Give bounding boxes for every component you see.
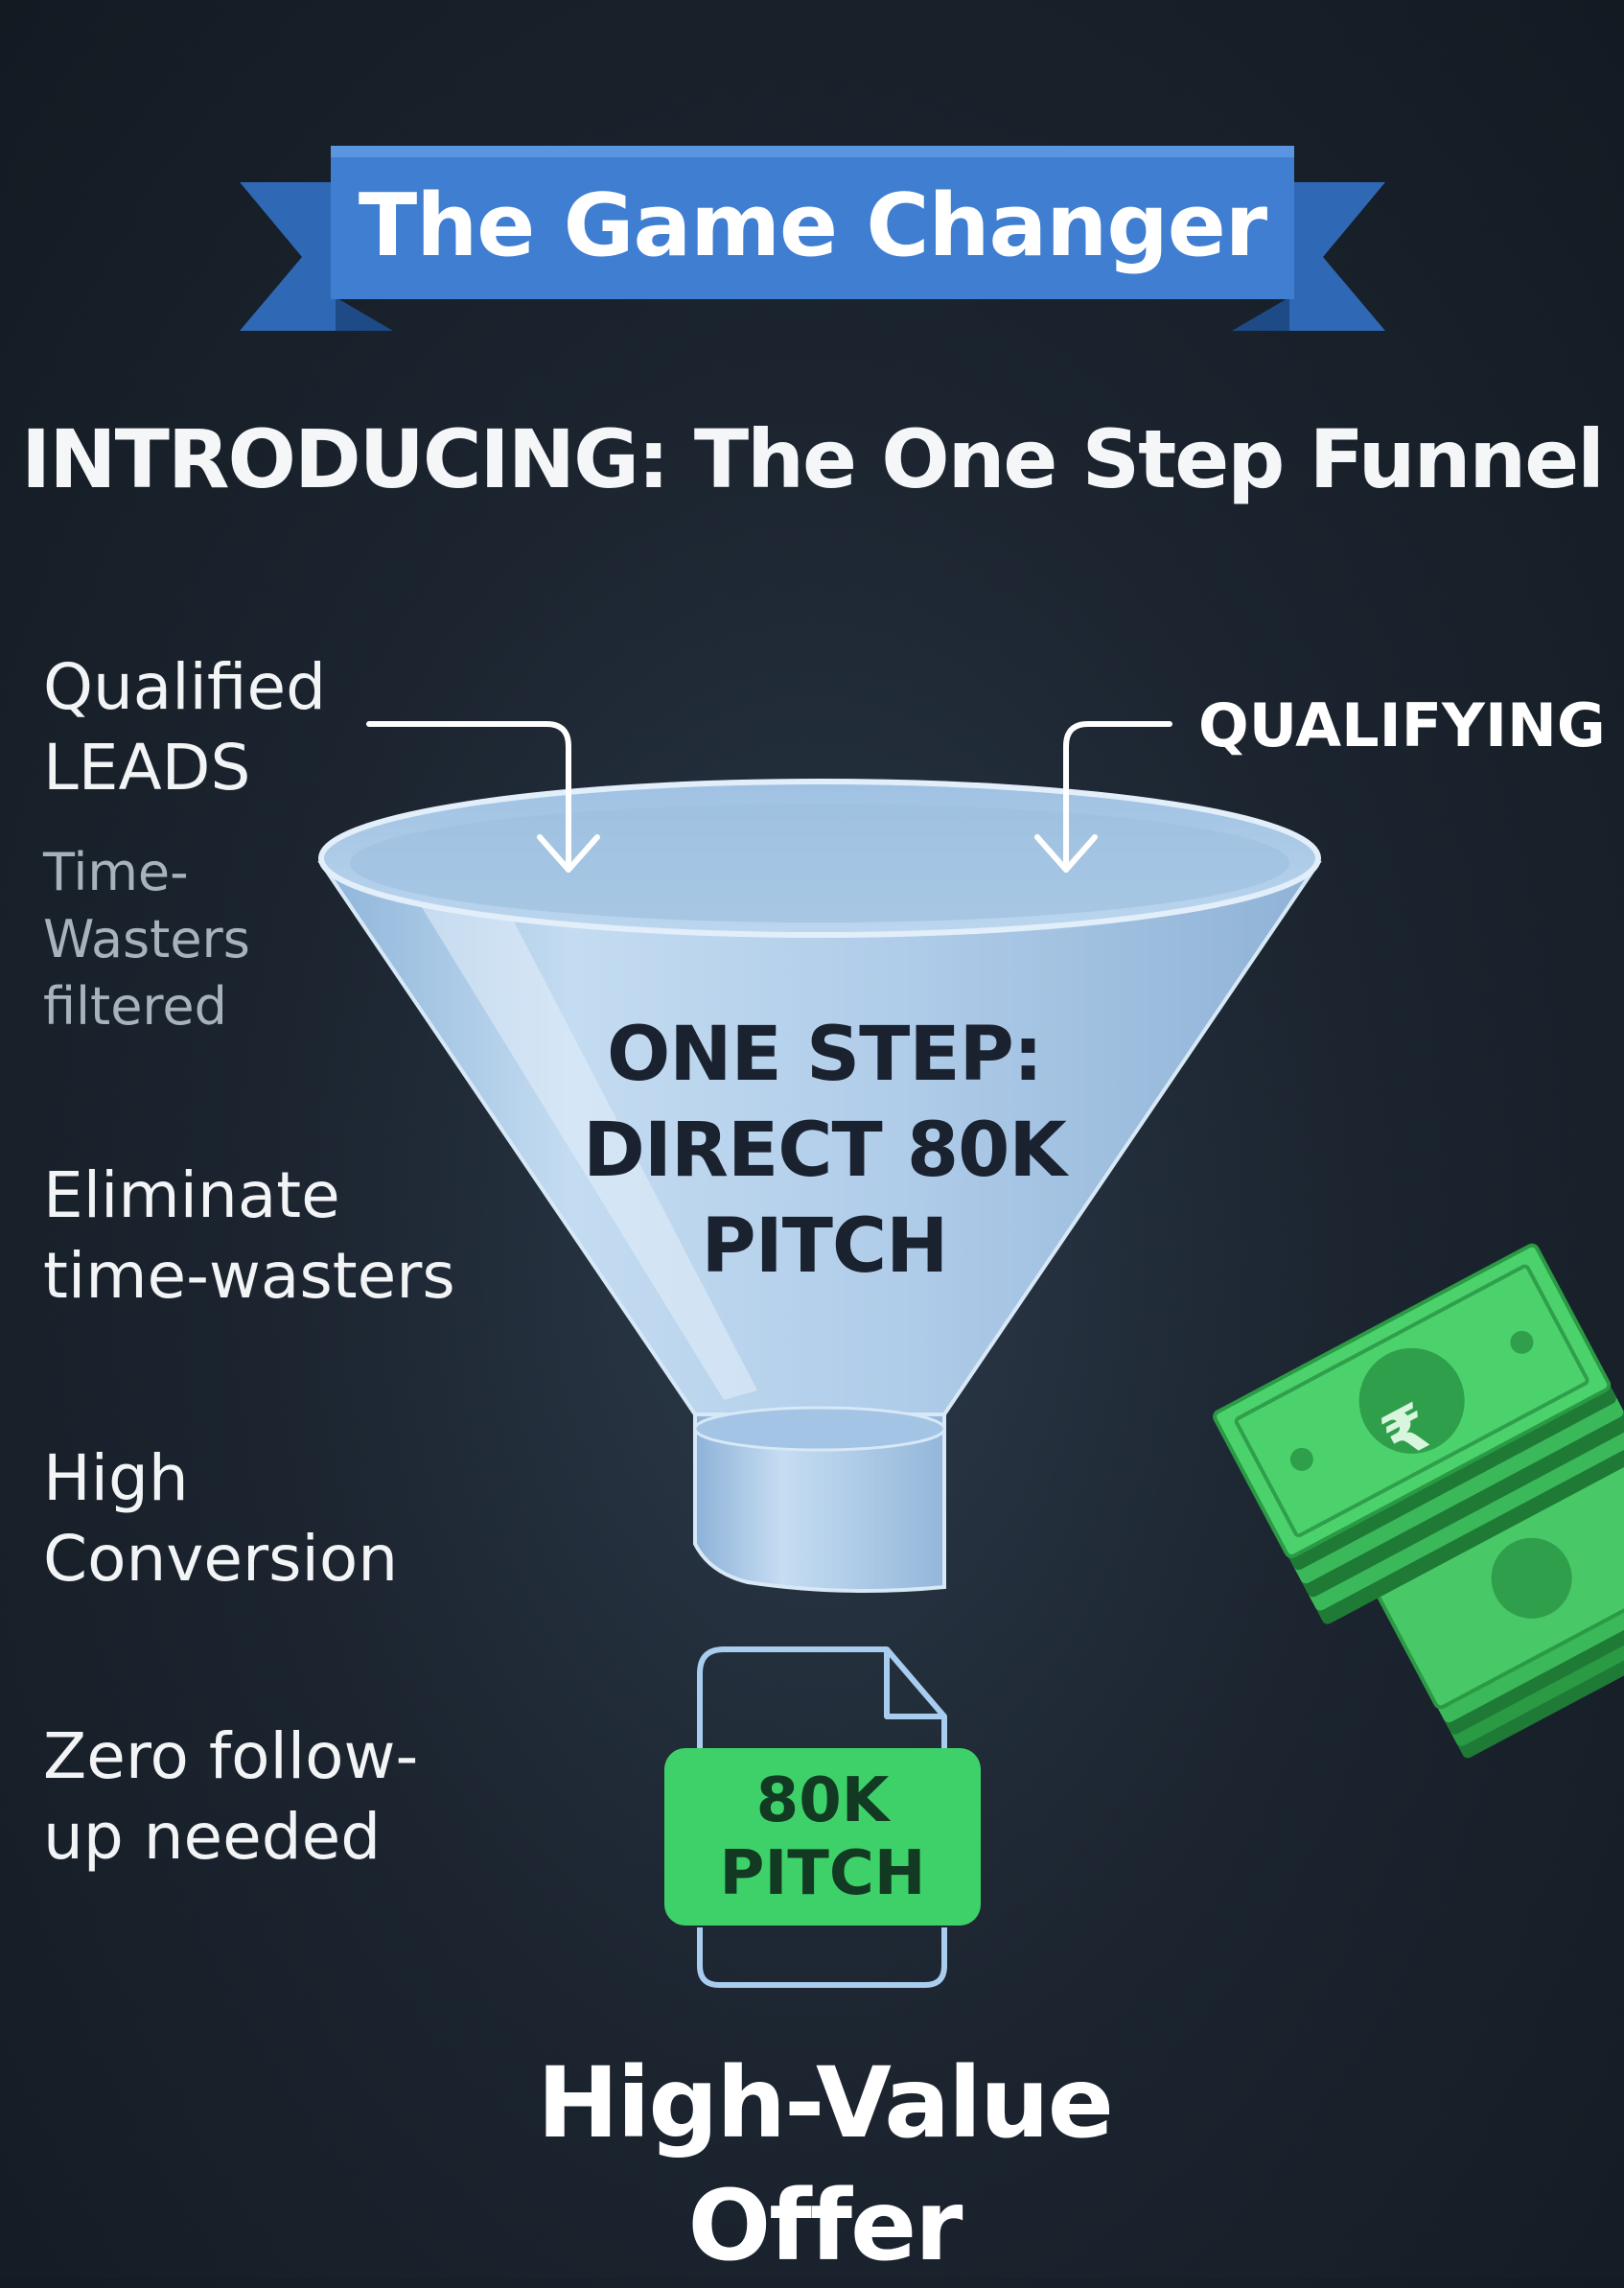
offer-line: High-Value: [537, 2046, 1114, 2160]
label-line: LEADS: [43, 731, 251, 805]
ribbon-right-fold: [1232, 297, 1289, 331]
funnel-text: ONE STEP: DIRECT 80K PITCH: [537, 1007, 1112, 1295]
qualifying-label: QUALIFYING: [1198, 690, 1606, 760]
badge-line: PITCH: [719, 1837, 926, 1909]
label-line: up needed: [43, 1800, 382, 1874]
zero-follow-up-label: Zero follow- up needed: [43, 1716, 418, 1878]
time-wasters-filtered-label: Time- Wasters filtered: [43, 839, 250, 1040]
pitch-badge: 80K PITCH: [664, 1748, 981, 1926]
eliminate-time-wasters-label: Eliminate time-wasters: [43, 1156, 455, 1317]
qualified-leads-label: Qualified LEADS: [43, 647, 326, 808]
label-line: Zero follow-: [43, 1719, 419, 1793]
label-line: Wasters: [43, 909, 250, 969]
ribbon-highlight: [331, 146, 1294, 157]
high-conversion-label: High Conversion: [43, 1438, 398, 1599]
label-line: time-wasters: [43, 1239, 455, 1313]
label-line: Eliminate: [43, 1158, 340, 1232]
badge-line: 80K: [755, 1764, 890, 1836]
offer-line: Offer: [687, 2169, 963, 2283]
label-line: Conversion: [43, 1522, 399, 1596]
funnel-text-line: ONE STEP:: [606, 1012, 1043, 1098]
label-line: High: [43, 1441, 189, 1515]
ribbon-left-tail: [240, 182, 336, 331]
ribbon-band: [331, 146, 1294, 299]
funnel-text-line: PITCH: [701, 1203, 949, 1290]
ribbon-left-fold: [336, 297, 393, 331]
page-headline: INTRODUCING: The One Step Funnel: [21, 412, 1605, 506]
label-line: Qualified: [43, 650, 326, 724]
label-line: Time-: [43, 842, 189, 902]
label-line: filtered: [43, 976, 227, 1037]
banner-title: The Game Changer: [358, 175, 1267, 276]
ribbon-right-tail: [1289, 182, 1385, 331]
funnel-text-line: DIRECT 80K: [583, 1108, 1067, 1194]
high-value-offer-label: High-Value Offer: [431, 2043, 1218, 2288]
